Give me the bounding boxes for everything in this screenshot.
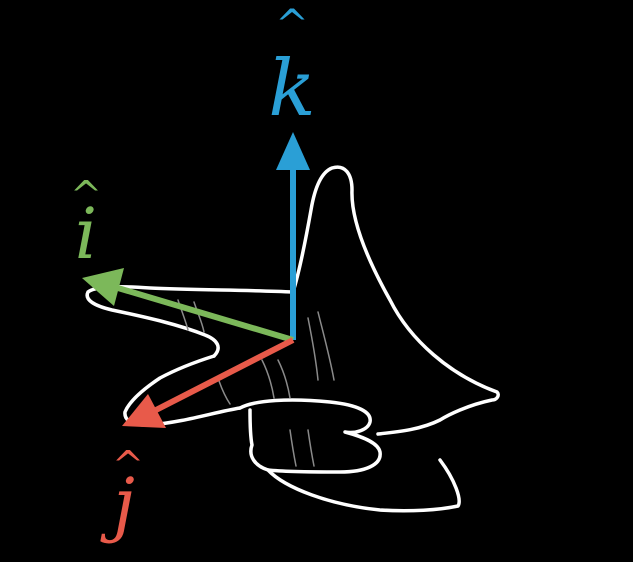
vector-i bbox=[82, 268, 294, 343]
palm-bottom-outline bbox=[266, 458, 461, 513]
label-k: ^ k bbox=[268, 2, 315, 134]
vector-i-shaft bbox=[117, 285, 294, 343]
crease-8 bbox=[307, 429, 315, 467]
label-j-hat: ^ bbox=[112, 443, 144, 487]
vector-j bbox=[122, 337, 295, 428]
vector-i-arrowhead bbox=[82, 268, 124, 306]
vector-k bbox=[276, 132, 310, 340]
basis-vectors bbox=[82, 132, 310, 428]
label-i: ^ i bbox=[70, 173, 102, 275]
middle-finger-outline bbox=[123, 354, 242, 427]
hand-outline bbox=[85, 165, 500, 513]
label-i-hat: ^ bbox=[70, 173, 102, 217]
label-k-hat: ^ bbox=[275, 2, 309, 48]
vector-j-arrowhead bbox=[122, 394, 166, 428]
index-finger-outline bbox=[85, 285, 295, 358]
crease-2 bbox=[193, 301, 205, 333]
crease-4 bbox=[317, 311, 335, 381]
vector-j-shaft bbox=[154, 337, 295, 413]
thumb-and-hand-outline bbox=[291, 165, 500, 436]
crease-3 bbox=[307, 317, 319, 381]
crease-7 bbox=[289, 429, 297, 467]
curled-fingers-outline bbox=[238, 398, 382, 474]
crease-5 bbox=[261, 359, 275, 399]
crease-6 bbox=[277, 359, 291, 399]
label-k-letter: k bbox=[268, 44, 315, 134]
vector-k-arrowhead bbox=[276, 132, 310, 170]
label-i-letter: i bbox=[75, 193, 97, 275]
crease-1 bbox=[177, 299, 189, 331]
hand-creases bbox=[177, 299, 335, 467]
